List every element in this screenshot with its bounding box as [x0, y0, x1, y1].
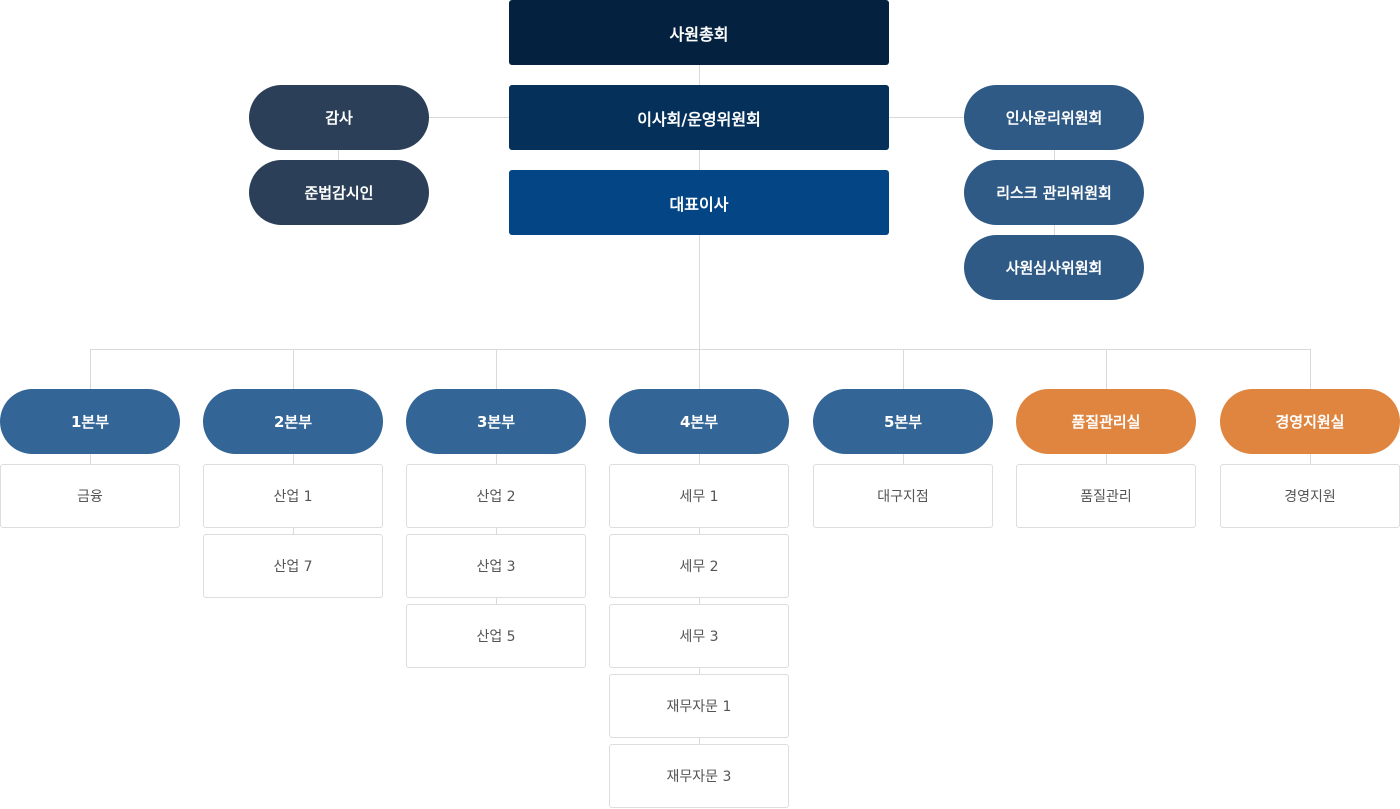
unit-label: 산업 2: [476, 489, 516, 505]
division-pill: 품질관리실: [1016, 389, 1196, 454]
unit-box: 세무 2: [609, 534, 789, 598]
division-label: 1본부: [70, 413, 110, 431]
unit-box: 재무자문 3: [609, 744, 789, 808]
unit-label: 재무자문 3: [666, 769, 732, 785]
connector-left-vertical: [338, 149, 339, 161]
audit-label: 감사: [325, 109, 353, 127]
compliance-officer-label: 준법감시인: [304, 184, 374, 202]
unit-box: 금융: [0, 464, 180, 528]
division-label: 5본부: [883, 413, 923, 431]
unit-label: 대구지점: [877, 489, 929, 505]
unit-box: 산업 1: [203, 464, 383, 528]
unit-box: 산업 3: [406, 534, 586, 598]
connector-right-branch: [888, 117, 965, 118]
connector-division-drop: [699, 349, 700, 389]
unit-box: 품질관리: [1016, 464, 1196, 528]
connector-division-drop: [293, 349, 294, 389]
hr-ethics-committee-label: 인사윤리위원회: [1005, 109, 1103, 127]
risk-committee-label: 리스크 관리위원회: [996, 184, 1112, 202]
unit-label: 재무자문 1: [666, 699, 732, 715]
board-label: 이사회/운영위원회: [637, 109, 761, 129]
division-pill: 5본부: [813, 389, 993, 454]
division-label: 품질관리실: [1071, 413, 1141, 431]
unit-label: 세무 3: [679, 629, 719, 645]
board-box: 이사회/운영위원회: [509, 85, 889, 150]
unit-label: 세무 2: [679, 559, 719, 575]
ceo-label: 대표이사: [669, 194, 729, 214]
unit-box: 세무 3: [609, 604, 789, 668]
division-pill: 1본부: [0, 389, 180, 454]
division-pill: 3본부: [406, 389, 586, 454]
connector-division-drop: [1310, 349, 1311, 389]
general-meeting-label: 사원총회: [669, 24, 729, 44]
unit-box: 대구지점: [813, 464, 993, 528]
unit-label: 산업 5: [476, 629, 516, 645]
audit-pill: 감사: [249, 85, 429, 150]
unit-box: 재무자문 1: [609, 674, 789, 738]
general-meeting-box: 사원총회: [509, 0, 889, 65]
unit-box: 경영지원: [1220, 464, 1400, 528]
unit-box: 산업 7: [203, 534, 383, 598]
hr-ethics-committee-pill: 인사윤리위원회: [964, 85, 1144, 150]
member-review-committee-pill: 사원심사위원회: [964, 235, 1144, 300]
member-review-committee-label: 사원심사위원회: [1005, 259, 1103, 277]
unit-label: 세무 1: [679, 489, 719, 505]
division-pill: 4본부: [609, 389, 789, 454]
connector-division-drop: [90, 349, 91, 389]
unit-label: 산업 3: [476, 559, 516, 575]
connector-division-drop: [903, 349, 904, 389]
connector-horizontal-bus: [90, 349, 1311, 350]
risk-committee-pill: 리스크 관리위원회: [964, 160, 1144, 225]
unit-box: 산업 2: [406, 464, 586, 528]
connector-division-drop: [1106, 349, 1107, 389]
division-label: 2본부: [273, 413, 313, 431]
division-label: 4본부: [679, 413, 719, 431]
unit-box: 산업 5: [406, 604, 586, 668]
unit-label: 산업 1: [273, 489, 313, 505]
division-label: 3본부: [476, 413, 516, 431]
unit-box: 세무 1: [609, 464, 789, 528]
compliance-officer-pill: 준법감시인: [249, 160, 429, 225]
unit-label: 산업 7: [273, 559, 313, 575]
connector-left-branch: [428, 117, 510, 118]
division-pill: 2본부: [203, 389, 383, 454]
division-pill: 경영지원실: [1220, 389, 1400, 454]
connector-division-drop: [496, 349, 497, 389]
division-label: 경영지원실: [1275, 413, 1345, 431]
ceo-box: 대표이사: [509, 170, 889, 235]
unit-label: 경영지원: [1284, 489, 1336, 505]
unit-label: 품질관리: [1080, 489, 1132, 505]
unit-label: 금융: [77, 489, 103, 505]
